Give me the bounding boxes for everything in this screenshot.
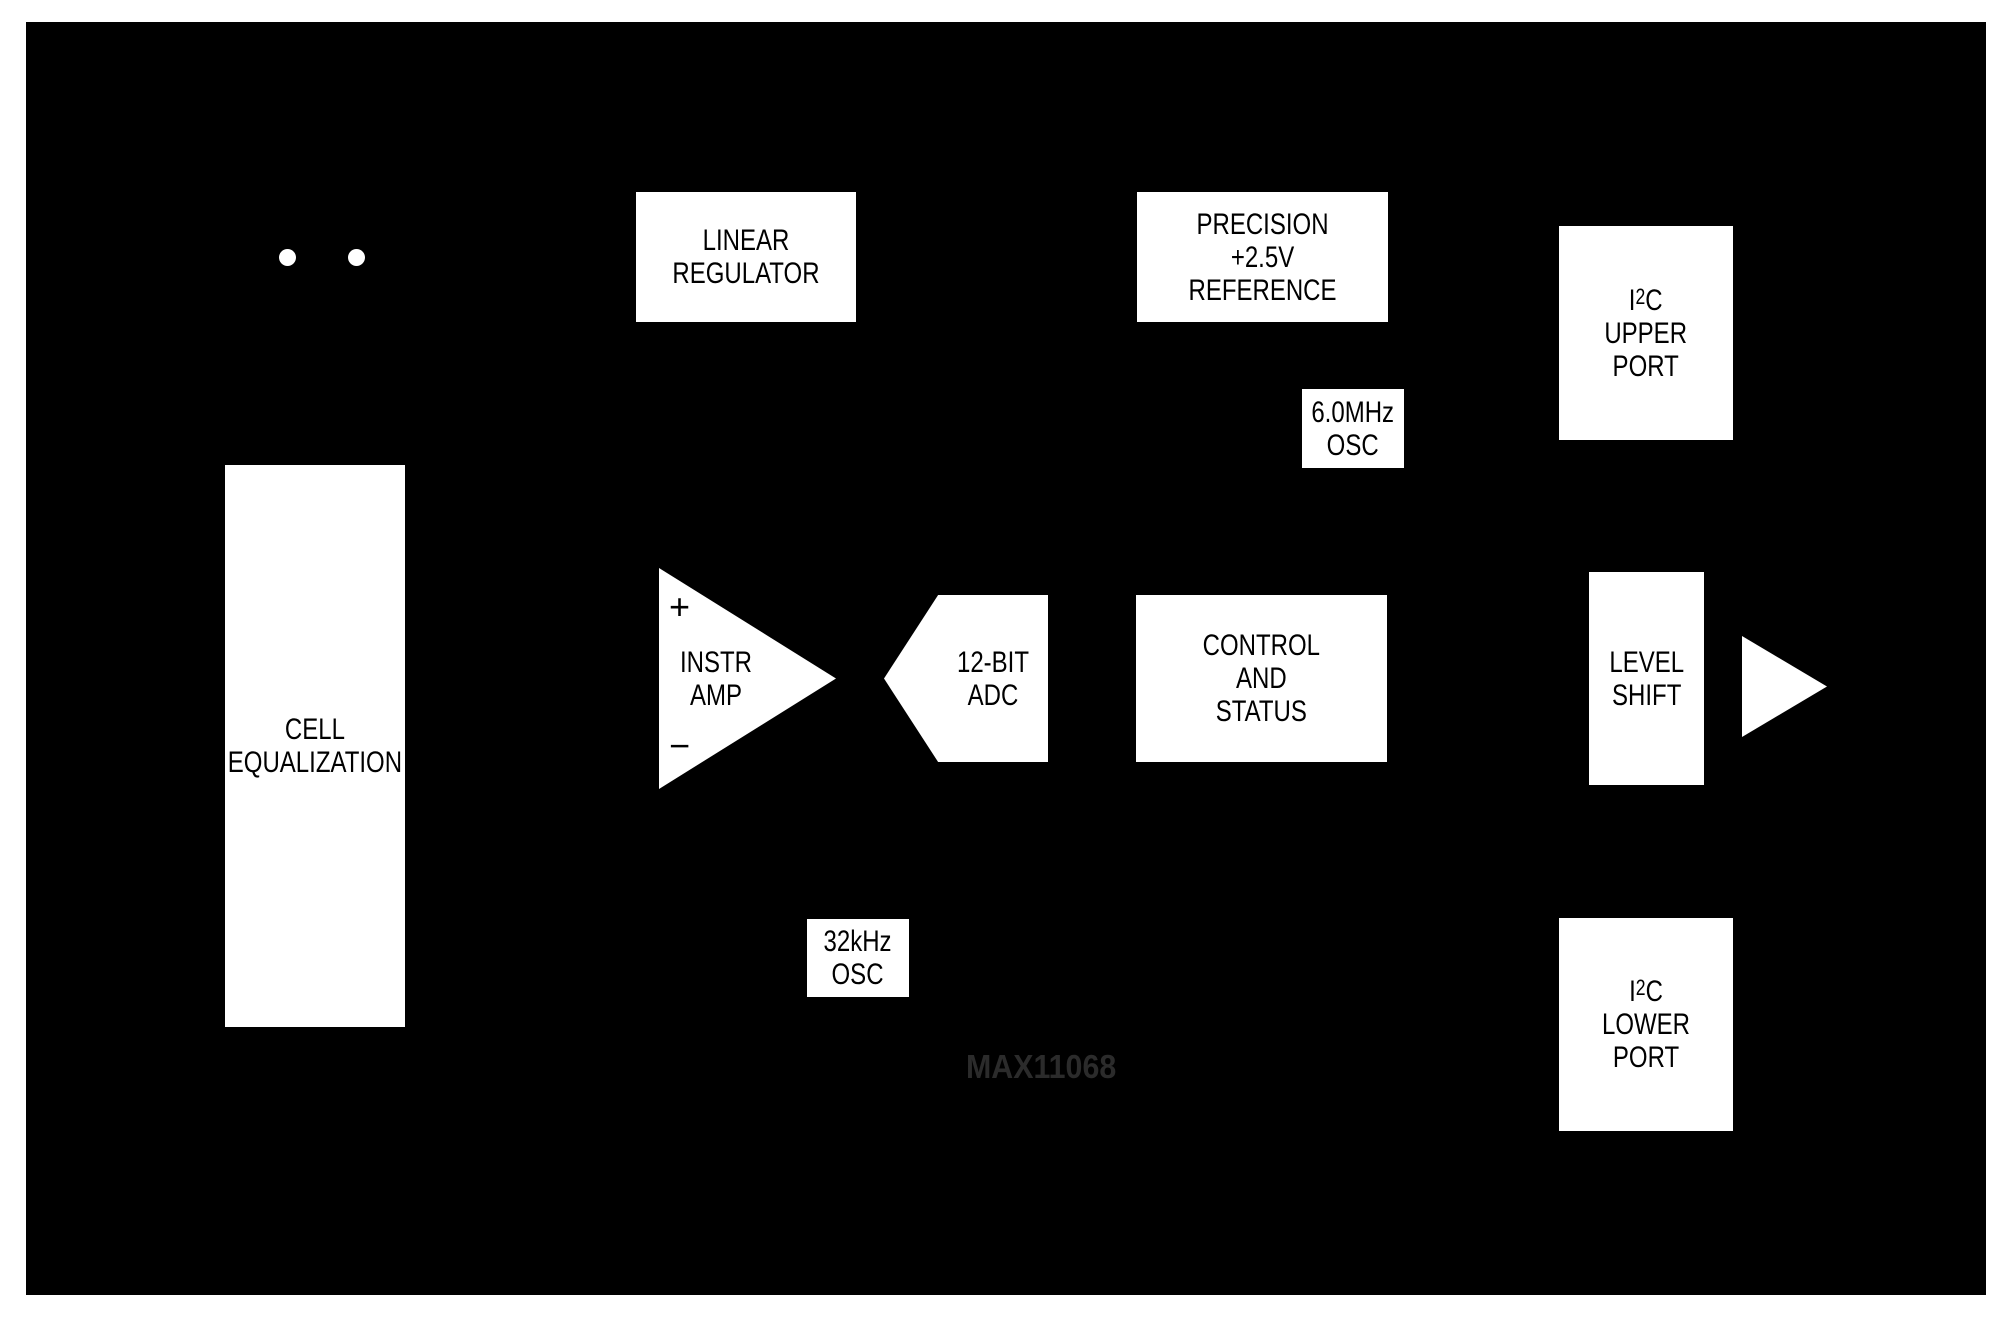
part-number-label: MAX11068 xyxy=(966,1048,1117,1085)
i2c-lower-port-label: I2C LOWER PORT xyxy=(1601,975,1690,1074)
control-status-block: CONTROL AND STATUS xyxy=(1136,595,1387,762)
osc-6mhz-block: 6.0MHz OSC xyxy=(1302,389,1404,468)
minus-sign: − xyxy=(669,725,691,766)
linear-regulator-label: LINEAR REGULATOR xyxy=(672,224,820,290)
osc-32khz-label: 32kHz OSC xyxy=(823,925,893,991)
continuation-dot-icon xyxy=(348,249,365,266)
adc-label: 12-BIT ADC xyxy=(956,645,1030,712)
continuation-dot-icon xyxy=(279,249,296,266)
plus-sign: + xyxy=(669,586,691,627)
adc-pentagon: 12-BIT ADC xyxy=(884,595,1048,762)
cell-equalization-block: CELL EQUALIZATION xyxy=(225,465,405,1027)
control-status-label: CONTROL AND STATUS xyxy=(1202,629,1321,728)
osc-6mhz-label: 6.0MHz OSC xyxy=(1311,395,1395,462)
precision-reference-label: PRECISION +2.5V REFERENCE xyxy=(1188,207,1337,307)
linear-regulator-block: LINEAR REGULATOR xyxy=(636,192,856,322)
i2c-lower-port-block: I2C LOWER PORT xyxy=(1559,918,1733,1131)
cell-equalization-label: CELL EQUALIZATION xyxy=(227,713,403,779)
precision-reference-block: PRECISION +2.5V REFERENCE xyxy=(1137,192,1388,322)
level-shift-label: LEVEL SHIFT xyxy=(1609,645,1684,712)
diagram-canvas: LINEAR REGULATOR PRECISION +2.5V REFEREN… xyxy=(26,22,1986,1295)
i2c-upper-port-block: I2C UPPER PORT xyxy=(1559,226,1733,440)
level-shift-block: LEVEL SHIFT xyxy=(1589,572,1704,785)
osc-32khz-block: 32kHz OSC xyxy=(807,919,909,997)
instr-amp-triangle: + − INSTR AMP xyxy=(659,568,836,789)
instr-amp-label: INSTR AMP xyxy=(680,645,752,712)
i2c-upper-port-label: I2C UPPER PORT xyxy=(1604,283,1688,383)
buffer-triangle xyxy=(1742,636,1827,737)
